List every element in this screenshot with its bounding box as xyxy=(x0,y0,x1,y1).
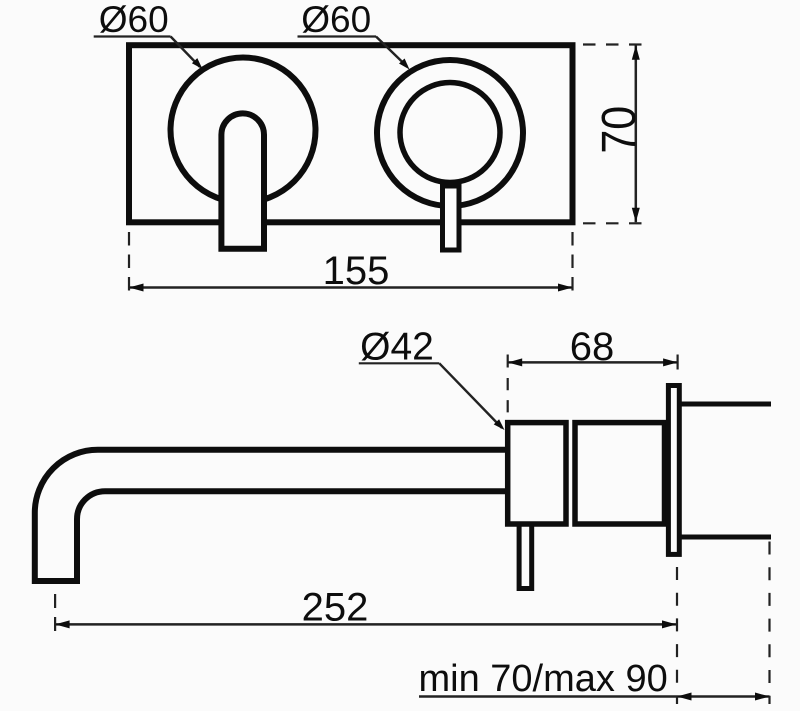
svg-text:155: 155 xyxy=(323,249,390,293)
svg-text:70: 70 xyxy=(592,106,646,154)
svg-text:252: 252 xyxy=(302,586,369,630)
svg-text:68: 68 xyxy=(570,325,615,369)
svg-text:Ø60: Ø60 xyxy=(301,0,371,40)
svg-text:min 70/max 90: min 70/max 90 xyxy=(419,658,668,700)
svg-text:Ø42: Ø42 xyxy=(360,326,434,369)
svg-text:Ø60: Ø60 xyxy=(99,0,169,40)
